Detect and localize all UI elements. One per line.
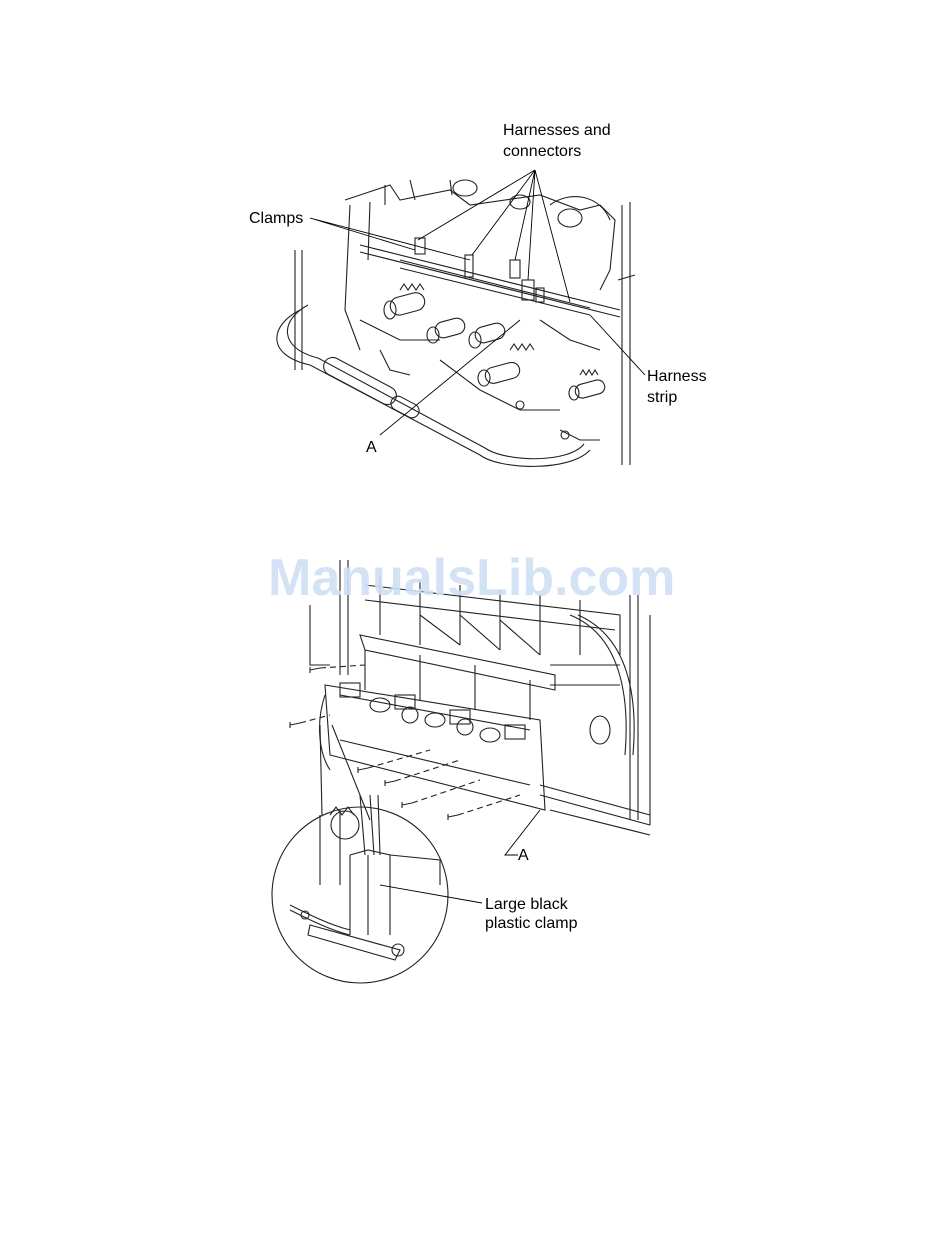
figure-harnesses — [240, 110, 740, 480]
label-harnesses-line2: connectors — [503, 141, 581, 162]
label-a-figure1: A — [366, 437, 377, 458]
figure-clamp-removal — [270, 555, 670, 995]
label-harness-strip-line1: Harness — [647, 366, 707, 387]
printer-interior-illustration-2 — [270, 555, 670, 995]
label-clamp-line2: plastic clamp — [485, 913, 577, 934]
label-clamp-line1: Large black — [485, 894, 568, 915]
label-a-figure2: A — [518, 845, 529, 866]
watermark-text: ManualsLib.com — [268, 548, 675, 608]
label-clamps: Clamps — [249, 208, 303, 229]
label-harness-strip-line2: strip — [647, 387, 677, 408]
label-harnesses-line1: Harnesses and — [503, 120, 611, 141]
printer-interior-illustration-1 — [240, 110, 740, 480]
